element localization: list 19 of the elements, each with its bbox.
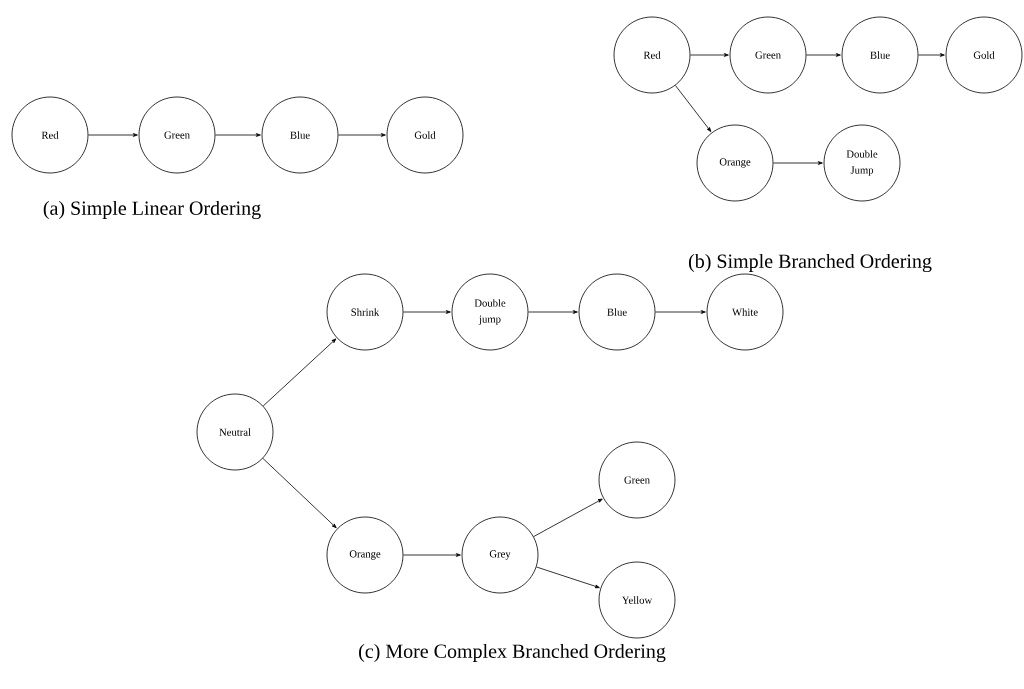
arrow <box>88 133 138 137</box>
arrow <box>215 133 261 137</box>
arrow <box>675 85 712 132</box>
arrow <box>533 498 603 537</box>
arrow <box>536 566 600 589</box>
caption: (c) More Complex Branched Ordering <box>359 643 666 663</box>
arrow <box>918 53 945 57</box>
arrow <box>262 338 337 407</box>
arrow <box>806 53 841 57</box>
arrow <box>403 553 461 557</box>
arrow <box>528 310 578 314</box>
arrow <box>403 310 451 314</box>
arrow <box>655 310 706 314</box>
arrow <box>262 458 337 529</box>
arrow <box>773 161 823 165</box>
arrow <box>338 133 386 137</box>
caption: (b) Simple Branched Ordering <box>689 253 932 273</box>
caption: (a) Simple Linear Ordering <box>43 200 261 220</box>
arrow <box>690 53 729 57</box>
